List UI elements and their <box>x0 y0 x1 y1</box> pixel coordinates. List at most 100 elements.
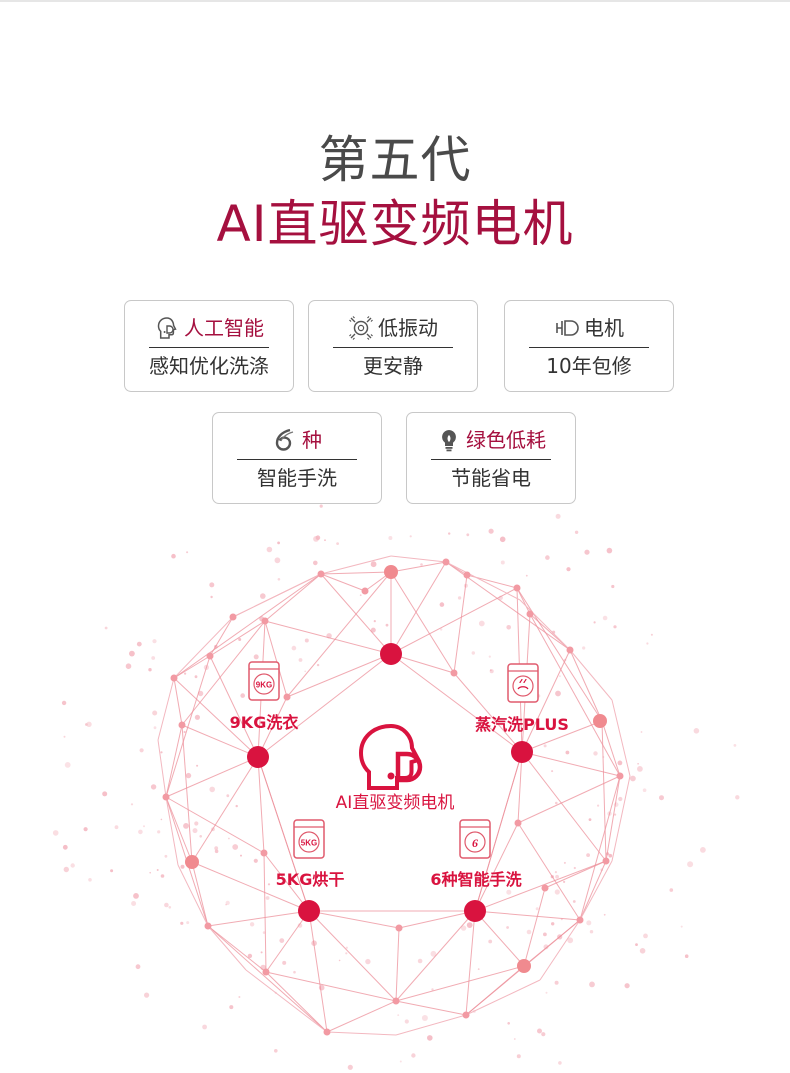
dust-dot <box>586 853 590 857</box>
node-label-9kg-wash: 9KG洗衣 <box>229 713 299 732</box>
dust-dot <box>229 1005 234 1010</box>
dust-dot <box>624 983 630 989</box>
network-sphere: 9KG 5KG 6 <box>52 504 740 1070</box>
motor-icon <box>554 315 580 341</box>
dust-dot <box>589 981 595 988</box>
dust-dot <box>507 1022 511 1025</box>
dust-dot <box>399 1060 402 1063</box>
card-divider <box>333 347 453 348</box>
network-vertex <box>178 721 186 729</box>
dust-dot <box>602 615 608 621</box>
dust-dot <box>566 567 571 572</box>
network-edge <box>165 796 265 854</box>
dust-dot <box>448 532 451 535</box>
dust-dot <box>279 938 285 943</box>
dust-dot <box>488 655 491 658</box>
dust-dot <box>85 723 88 726</box>
dust-dot <box>62 844 68 850</box>
ai-head-icon <box>154 315 180 341</box>
network-edge <box>257 756 310 912</box>
dust-dot <box>582 646 586 650</box>
dust-dot <box>613 625 617 629</box>
dust-dot <box>506 889 512 895</box>
dust-dot <box>457 596 462 600</box>
dust-dot <box>196 764 199 767</box>
dust-dot <box>659 795 664 801</box>
network-edge <box>308 910 328 1033</box>
dust-dot <box>643 933 648 939</box>
network-center-label: AI直驱变频电机 <box>335 793 455 813</box>
network-edge <box>517 751 523 824</box>
dust-dot <box>421 1015 428 1021</box>
badge-9kg: 9KG <box>256 681 272 690</box>
dust-dot <box>86 721 92 727</box>
network-edge <box>165 655 211 798</box>
feature-title-ai: 人工智能 <box>184 316 264 340</box>
dust-dot <box>336 542 339 545</box>
dust-dot <box>477 968 480 970</box>
dust-dot <box>365 958 371 965</box>
dust-dot <box>431 988 434 991</box>
ai-motor-logo-icon <box>358 723 423 790</box>
dust-dot <box>214 849 219 854</box>
network-edge <box>569 649 603 722</box>
network-edge-outer <box>579 860 613 921</box>
network-vertex <box>229 613 237 621</box>
network-edge-outer <box>611 775 631 862</box>
dust-dot <box>260 951 263 954</box>
network-edge <box>579 775 621 921</box>
dust-dot <box>160 874 165 878</box>
dust-dot <box>506 625 512 630</box>
dust-dot <box>565 750 570 755</box>
dust-dot <box>488 939 493 944</box>
dust-dot <box>513 1038 516 1040</box>
dust-dot <box>617 760 623 766</box>
feature-title-green: 绿色低耗 <box>466 428 546 452</box>
dust-dot <box>558 1061 562 1065</box>
dryer-5kg-icon: 5KG <box>293 819 325 859</box>
feature-desc-motor: 10年包修 <box>546 354 632 378</box>
dust-dot <box>639 948 646 954</box>
dust-dot <box>185 772 192 779</box>
dust-dot <box>209 582 215 588</box>
six-icon <box>272 427 298 453</box>
dust-dot <box>186 551 189 554</box>
network-edge <box>165 724 183 798</box>
dust-dot <box>409 535 412 538</box>
network-edge <box>191 861 209 927</box>
network-edge <box>263 852 310 912</box>
network-edge <box>390 561 447 655</box>
network-edge <box>465 910 476 1016</box>
dust-dot <box>138 829 143 835</box>
dust-dot <box>238 638 242 641</box>
dust-dot <box>460 925 467 931</box>
dust-dot <box>136 641 142 647</box>
dust-dot <box>297 923 303 928</box>
network-edge <box>517 822 581 921</box>
dust-dot <box>267 883 271 886</box>
dust-dot <box>135 964 141 970</box>
dust-dot <box>646 642 649 645</box>
network-edge <box>181 620 266 726</box>
network-vertex <box>616 772 624 780</box>
dust-dot <box>404 1019 409 1024</box>
dust-dot <box>249 922 255 927</box>
dust-dot <box>214 846 219 851</box>
network-edge-outer <box>519 599 571 651</box>
dust-dot <box>152 639 157 644</box>
dust-dot <box>152 710 158 716</box>
dust-dot <box>157 830 161 834</box>
dust-dot <box>209 786 215 793</box>
dust-dot <box>274 1049 278 1053</box>
network-edge <box>544 860 607 889</box>
dust-dot <box>466 533 470 537</box>
network-edge <box>181 724 259 758</box>
dust-dot <box>500 560 505 565</box>
dust-dot <box>247 953 253 959</box>
dust-dot <box>554 889 560 895</box>
network-vertex <box>262 968 270 976</box>
network-edge-outer <box>569 649 613 701</box>
dust-dot <box>439 602 445 607</box>
network-vertex <box>442 558 450 566</box>
dust-dot <box>650 633 653 636</box>
